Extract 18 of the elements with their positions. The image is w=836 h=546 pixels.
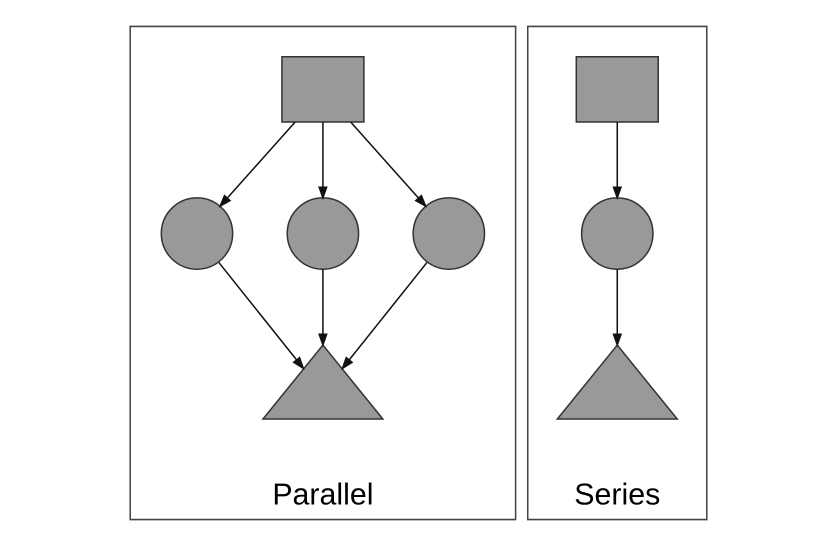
node-box: [280, 56, 364, 123]
arrow: [612, 122, 622, 200]
node-box: [575, 56, 658, 123]
node-circle: [412, 197, 485, 270]
arrow: [340, 262, 427, 370]
arrow: [218, 262, 304, 370]
node-circle: [160, 197, 233, 270]
node-triangle: [260, 344, 384, 420]
node-circle: [580, 197, 654, 270]
arrow: [318, 269, 328, 348]
arrow: [318, 122, 328, 200]
node-triangle: [555, 344, 678, 420]
node-circle: [286, 197, 359, 270]
arrow: [350, 122, 427, 208]
arrow: [218, 122, 296, 208]
cluster: Series: [526, 26, 708, 520]
arrow: [612, 269, 622, 348]
cluster: Parallel: [128, 26, 516, 520]
